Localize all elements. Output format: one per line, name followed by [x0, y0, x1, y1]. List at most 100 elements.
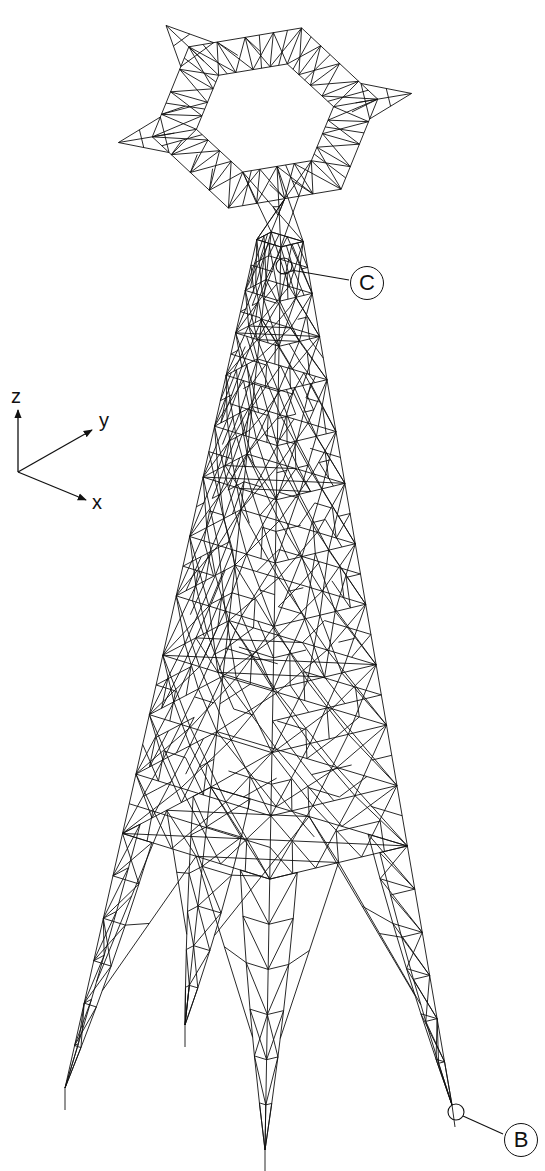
lattice-member: [280, 415, 312, 474]
lattice-member: [390, 889, 414, 895]
lattice-member: [152, 116, 202, 137]
lattice-member: [209, 169, 212, 191]
lattice-member: [268, 964, 289, 969]
lattice-member: [259, 1103, 265, 1150]
marker-circle: [448, 1104, 464, 1120]
lattice-member: [361, 83, 412, 93]
lattice-member: [152, 137, 228, 208]
lattice-member: [287, 414, 296, 416]
lattice-member: [185, 575, 216, 643]
lattice-member: [421, 1014, 436, 1059]
lattice-member: [198, 906, 221, 913]
lattice-member: [149, 738, 155, 767]
lattice-member: [252, 406, 279, 463]
lattice-member: [185, 232, 271, 1025]
lattice-member: [303, 643, 325, 677]
lattice-member: [255, 383, 268, 387]
lattice-member: [310, 64, 339, 86]
lattice-member: [232, 406, 252, 461]
lattice-member: [265, 435, 280, 440]
lattice-member: [269, 872, 297, 924]
lattice-member: [330, 679, 356, 687]
lattice-member: [276, 483, 345, 499]
lattice-member: [439, 1062, 445, 1063]
lattice-member: [163, 586, 196, 656]
lattice-member: [271, 784, 291, 811]
lattice-member: [276, 531, 289, 559]
lattice-member: [190, 510, 241, 537]
lattice-member: [224, 947, 246, 963]
lattice-member: [266, 1103, 272, 1104]
lattice-member: [267, 1011, 283, 1015]
lattice-member: [245, 236, 264, 291]
lattice-member: [257, 161, 312, 240]
lattice-member: [380, 934, 402, 938]
lattice-member: [280, 423, 308, 464]
lattice-member: [181, 732, 216, 803]
lattice-member: [303, 621, 325, 643]
lattice-member: [267, 964, 288, 1014]
lattice-member: [334, 717, 359, 738]
lattice-member: [217, 42, 236, 72]
lattice-tower: [65, 25, 455, 1171]
lattice-member: [352, 634, 371, 657]
lattice-member: [436, 1019, 437, 1060]
lattice-member: [211, 570, 225, 604]
lattice-member: [278, 591, 322, 635]
lattice-member: [361, 83, 370, 118]
lattice-member: [250, 656, 252, 684]
lattice-member: [243, 172, 271, 232]
lattice-member: [207, 565, 235, 632]
lattice-member: [407, 969, 430, 976]
lattice-member: [260, 492, 279, 515]
lattice-member: [312, 770, 332, 775]
lattice-member: [263, 296, 279, 347]
lattice-member: [209, 172, 242, 190]
lattice-member: [65, 1048, 81, 1088]
lattice-member: [345, 699, 363, 703]
lattice-member: [174, 632, 207, 702]
lattice-member: [276, 528, 288, 531]
lattice-member: [172, 802, 226, 849]
lattice-member: [189, 985, 198, 988]
lattice-member: [289, 654, 290, 685]
leader-line: [463, 1116, 503, 1134]
lattice-member: [226, 340, 257, 376]
lattice-member: [103, 868, 128, 919]
lattice-member: [113, 843, 152, 876]
lattice-member: [298, 265, 308, 268]
lattice-member: [362, 906, 393, 923]
lattice-member: [274, 344, 276, 364]
lattice-member: [279, 30, 288, 65]
lattice-member: [202, 837, 241, 866]
lattice-member: [189, 866, 202, 873]
lattice-member: [198, 621, 229, 689]
lattice-member: [171, 140, 208, 155]
lattice-member: [278, 607, 301, 614]
lattice-member: [268, 918, 293, 969]
lattice-member: [247, 454, 279, 521]
lattice-member: [380, 879, 393, 924]
lattice-member: [302, 28, 378, 99]
lattice-member: [291, 779, 292, 810]
lattice-member: [210, 913, 221, 951]
lattice-member: [214, 648, 226, 654]
lattice-member: [274, 654, 290, 658]
lattice-member: [196, 519, 224, 586]
lattice-member: [277, 709, 332, 750]
lattice-member: [332, 709, 397, 786]
lattice-member: [266, 280, 291, 328]
lattice-member: [426, 975, 430, 1021]
lattice-member: [139, 130, 143, 148]
lattice-member: [309, 817, 415, 996]
lattice-member: [215, 370, 237, 426]
lattice-member: [254, 1056, 259, 1103]
lattice-member: [247, 336, 255, 361]
axis-label: x: [92, 492, 102, 512]
lattice-member: [229, 578, 279, 620]
lattice-member: [230, 404, 240, 407]
lattice-member: [311, 161, 313, 194]
lattice-member: [320, 562, 340, 568]
lattice-member: [262, 286, 289, 319]
lattice-member: [407, 969, 421, 1014]
